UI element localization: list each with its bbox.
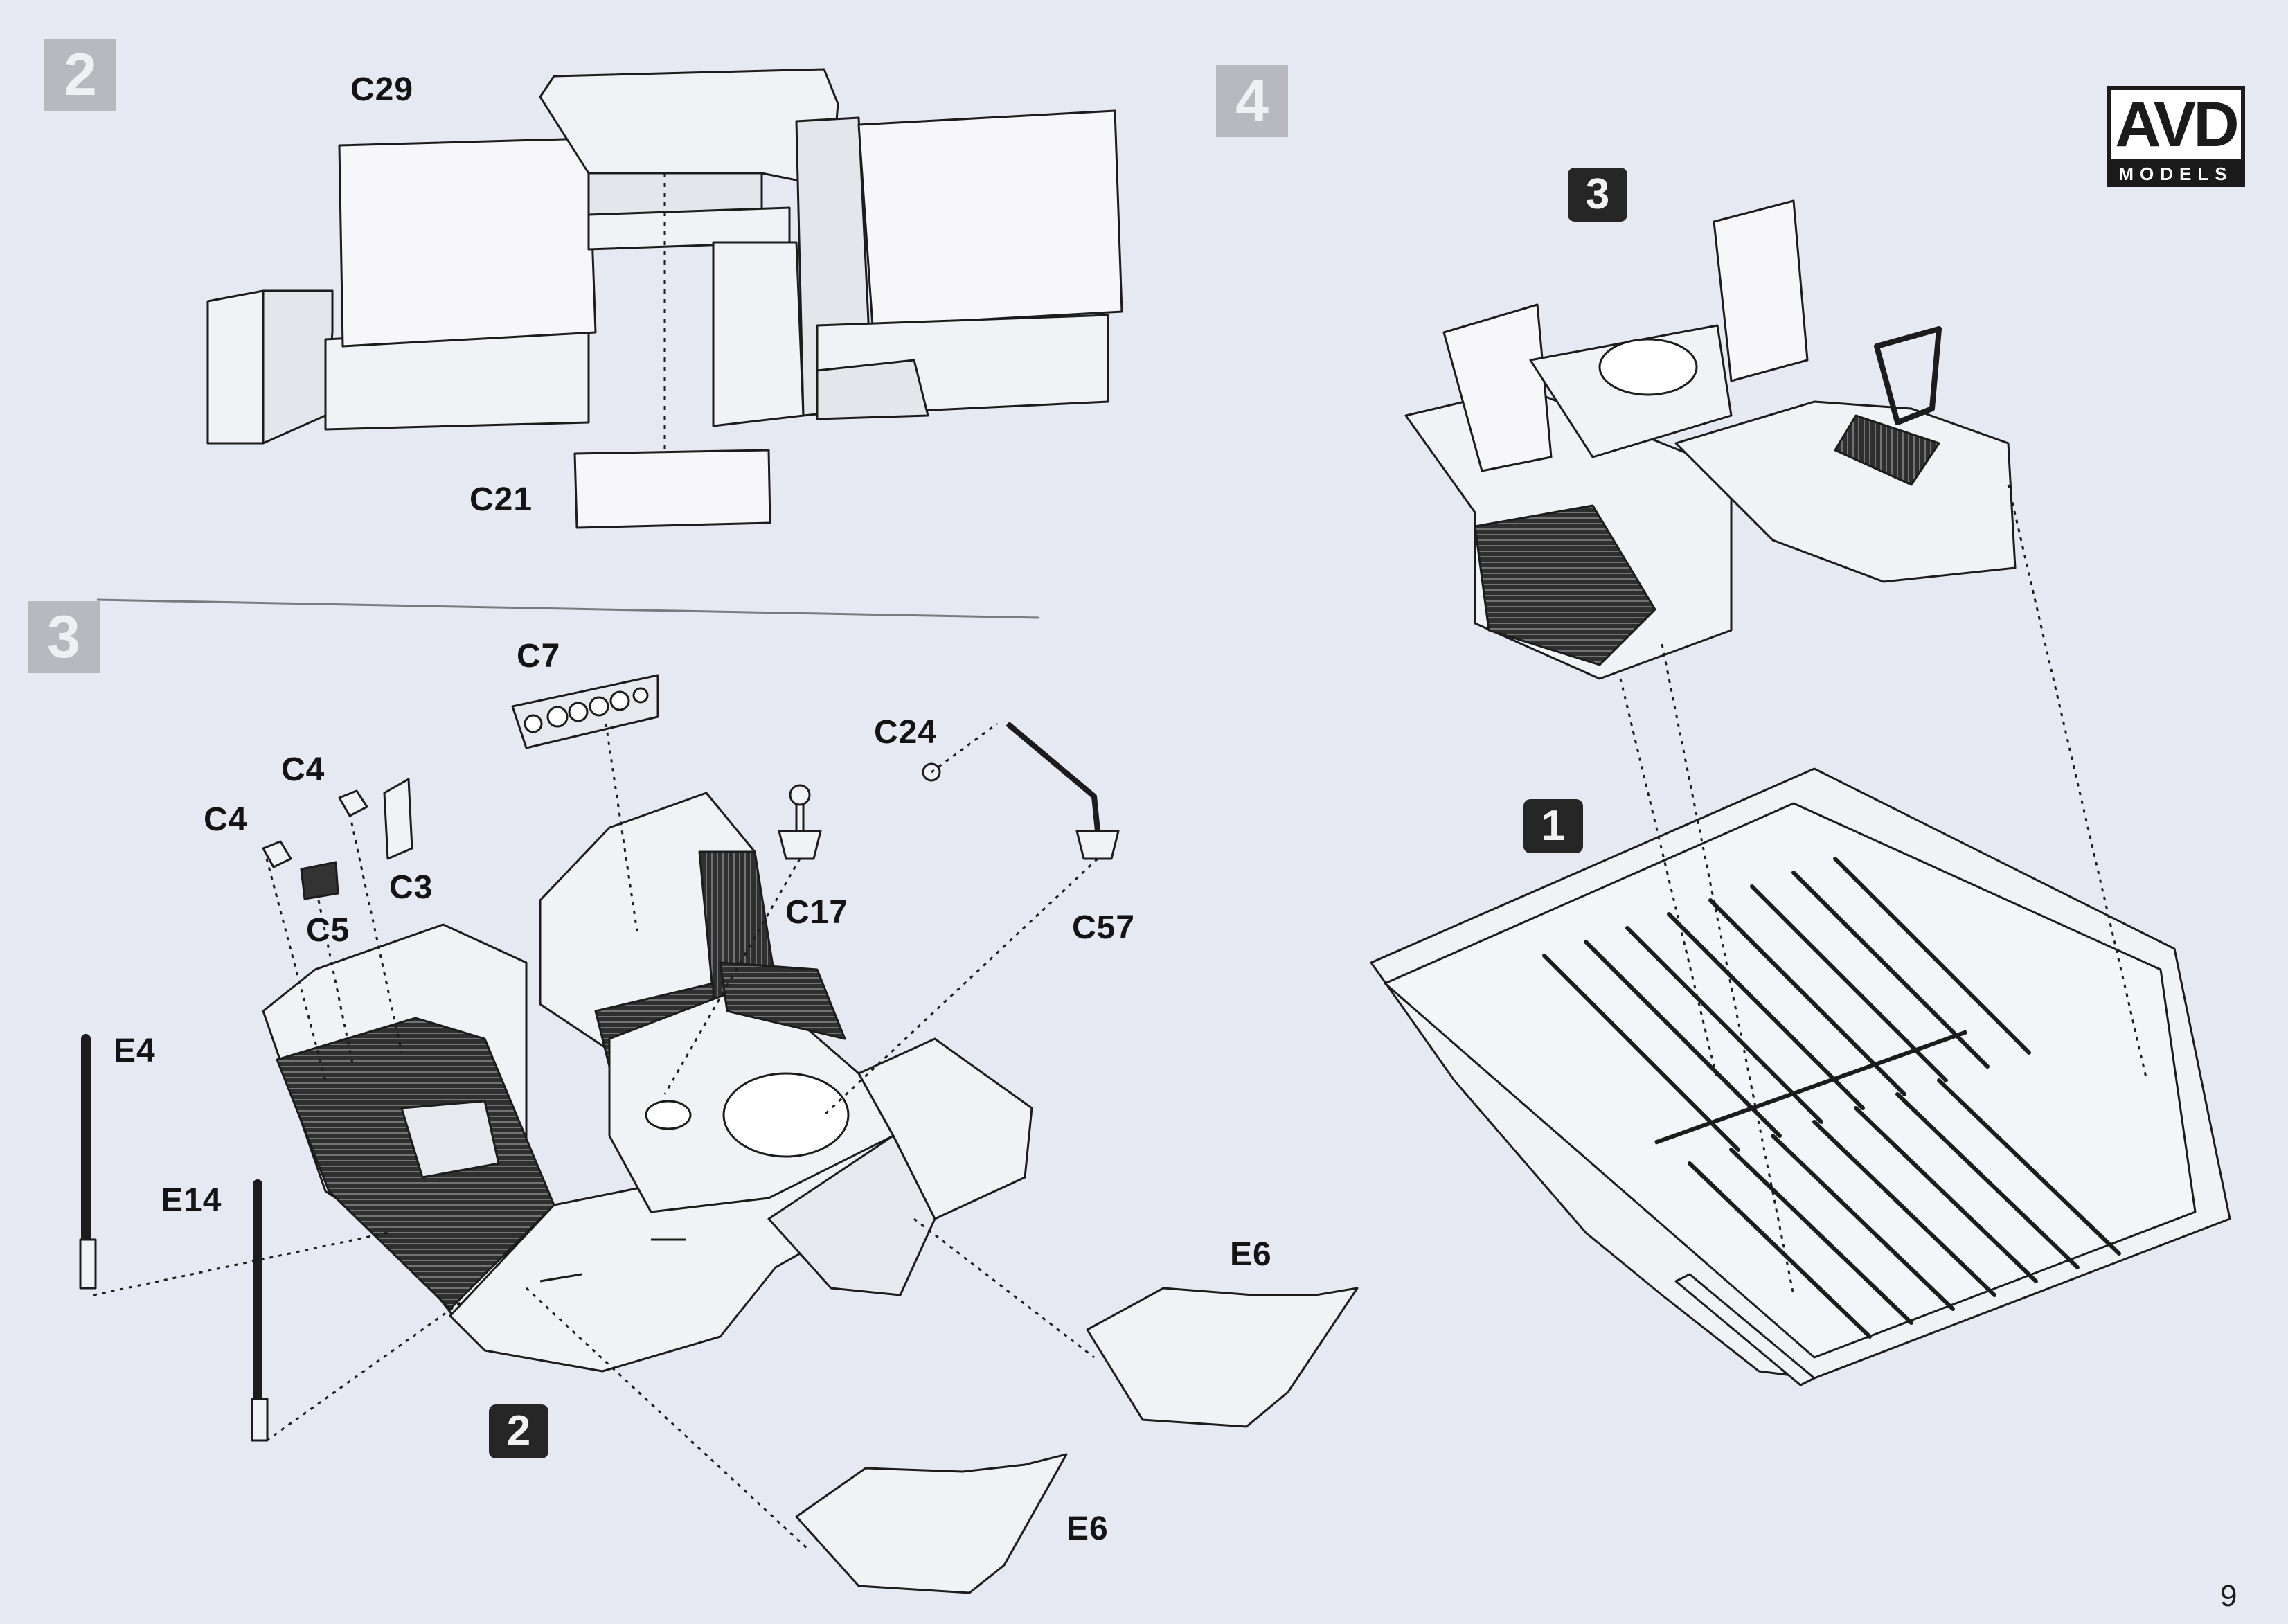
part-label-e14: E14 <box>161 1182 222 1219</box>
part-label-e6-bottom: E6 <box>1066 1510 1109 1547</box>
logo-subtitle: MODELS <box>2107 161 2245 187</box>
part-label-c21: C21 <box>470 481 533 518</box>
subassembly-1-marker: 1 <box>1523 799 1583 853</box>
step-2-badge: 2 <box>44 39 116 111</box>
page-number: 9 <box>2220 1579 2237 1613</box>
part-label-c3: C3 <box>389 869 434 906</box>
step4-drawing <box>1370 199 2231 1386</box>
part-label-c5: C5 <box>306 912 350 949</box>
part-label-c4-upper: C4 <box>281 751 325 788</box>
part-label-e6-right: E6 <box>1230 1236 1272 1273</box>
avd-models-logo: AVD MODELS <box>2107 86 2245 187</box>
part-label-c7: C7 <box>517 638 561 675</box>
part-label-c17: C17 <box>785 894 849 931</box>
step-3-badge: 3 <box>28 601 100 673</box>
subassembly-2-marker: 2 <box>489 1404 548 1458</box>
step-4-badge: 4 <box>1216 65 1288 137</box>
part-label-c4-lower: C4 <box>204 801 248 838</box>
subassembly-3-marker: 3 <box>1568 168 1627 222</box>
step2-drawing <box>206 68 1123 529</box>
logo-wordmark: AVD <box>2107 86 2245 163</box>
part-label-e4: E4 <box>114 1033 156 1069</box>
step3-drawing <box>79 674 1359 1594</box>
part-label-c29: C29 <box>350 71 414 108</box>
step-divider <box>96 598 1039 619</box>
part-label-c24: C24 <box>874 714 938 751</box>
part-label-c57: C57 <box>1072 909 1136 946</box>
